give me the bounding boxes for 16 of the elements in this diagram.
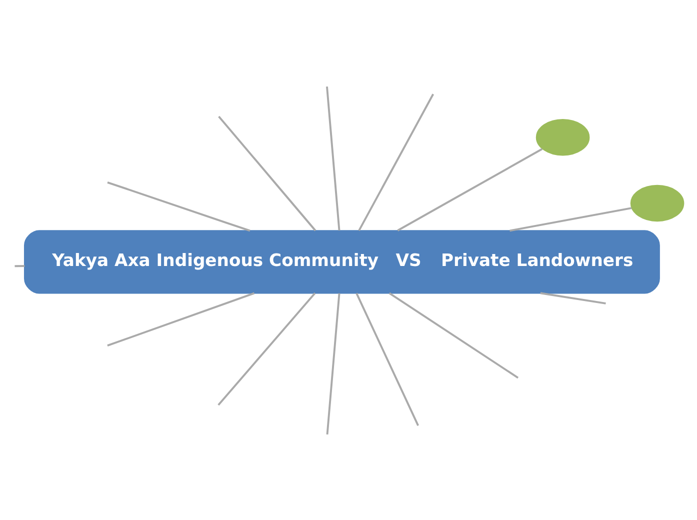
node-ellipse	[536, 118, 590, 156]
connector	[356, 292, 420, 426]
connector	[326, 292, 340, 434]
connector	[107, 292, 255, 346]
connector	[326, 86, 340, 230]
connector	[358, 93, 434, 231]
connector	[14, 264, 25, 267]
connector	[510, 206, 632, 232]
connector	[107, 180, 250, 232]
node-box: Yakya Axa Indigenous Community VS Private Landowners	[24, 230, 660, 294]
connector	[388, 292, 519, 378]
connector	[540, 292, 606, 304]
connector	[397, 148, 543, 231]
connector	[218, 115, 316, 231]
node-ellipse	[630, 184, 684, 222]
connector	[218, 292, 316, 406]
